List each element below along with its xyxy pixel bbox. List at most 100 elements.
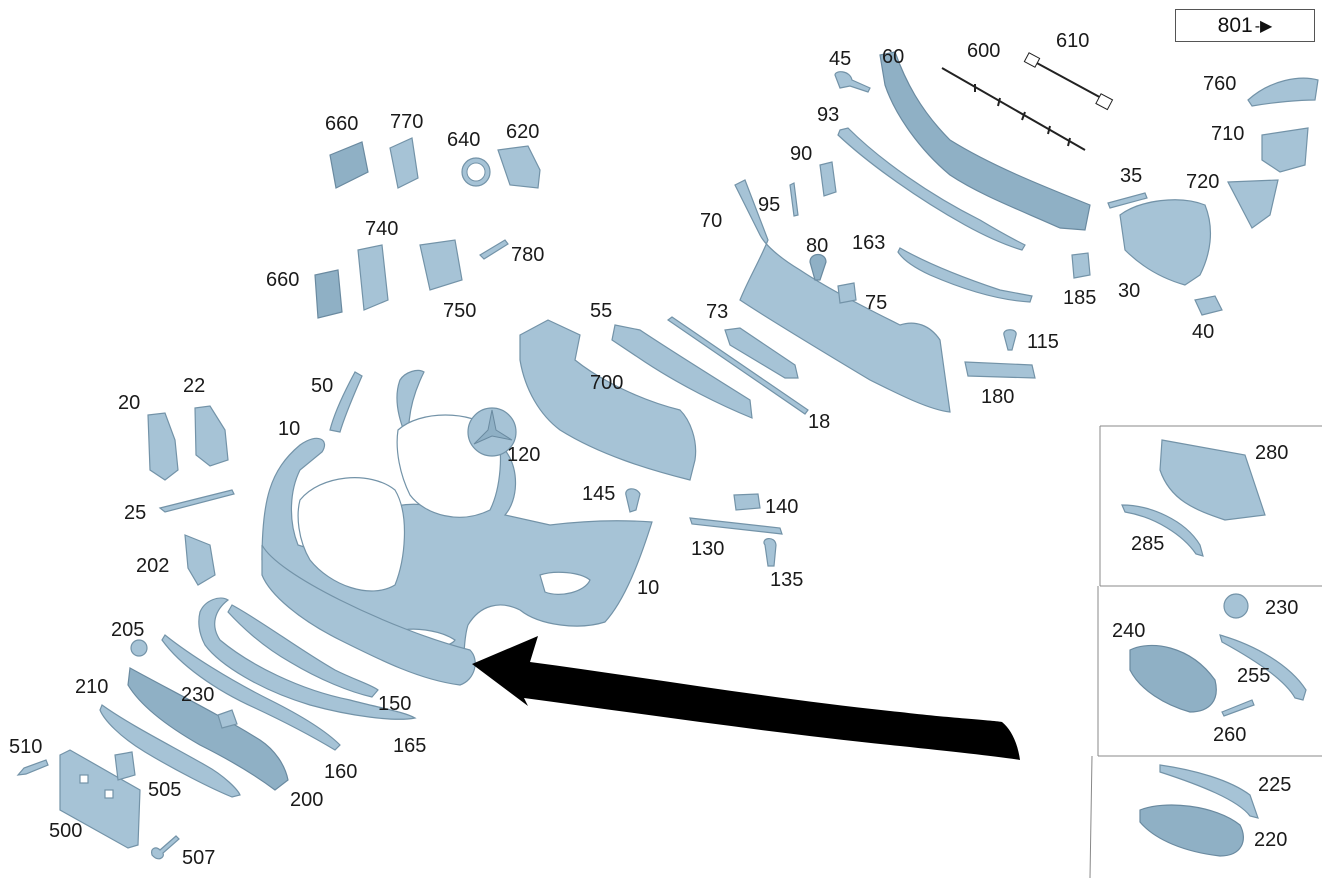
callout-750: 750 (443, 300, 476, 322)
callout-145: 145 (582, 483, 615, 505)
strip-50 (329, 371, 363, 433)
callout-200: 200 (290, 789, 323, 811)
grille-240 (1129, 644, 1217, 713)
right-upper-trims (1227, 77, 1319, 229)
bracket-20 (147, 412, 179, 481)
screw-115 (1003, 329, 1017, 351)
upper-frame (734, 51, 1223, 413)
callout-50: 50 (311, 375, 333, 397)
callout-35: 35 (1120, 165, 1142, 187)
grille-200 (127, 667, 289, 791)
clip-75 (837, 282, 857, 304)
callout-230b: 230 (1265, 597, 1298, 619)
callout-60: 60 (882, 46, 904, 68)
callout-130: 130 (691, 538, 724, 560)
callout-700: 700 (590, 372, 623, 394)
inset-panels (1089, 425, 1322, 879)
callout-55: 55 (590, 300, 612, 322)
callout-780: 780 (511, 244, 544, 266)
callout-80: 80 (806, 235, 828, 257)
reference-box-801: 801 -▶ (1175, 9, 1315, 42)
strip-18 (666, 316, 809, 415)
callout-620: 620 (506, 121, 539, 143)
callout-260: 260 (1213, 724, 1246, 746)
grille-280 (1159, 439, 1266, 521)
callout-20: 20 (118, 392, 140, 414)
callout-285: 285 (1131, 533, 1164, 555)
module-660-bottom (314, 269, 343, 319)
callout-280: 280 (1255, 442, 1288, 464)
strip-73 (724, 327, 799, 379)
callout-255: 255 (1237, 665, 1270, 687)
callout-115: 115 (1027, 331, 1059, 353)
grille-220 (1139, 804, 1244, 857)
clip-185 (1071, 252, 1091, 279)
callout-45: 45 (829, 48, 851, 70)
trim-710 (1261, 127, 1309, 173)
bolt-35 (1107, 192, 1148, 209)
callout-720: 720 (1186, 171, 1219, 193)
inset-parts (1121, 439, 1307, 857)
bracket-750 (419, 239, 463, 291)
callout-660a: 660 (325, 113, 358, 135)
callout-70: 70 (700, 210, 722, 232)
license-plate-500 (59, 749, 141, 849)
left-brackets (147, 371, 363, 586)
callout-150: 150 (378, 693, 411, 715)
trim-150 (227, 604, 379, 698)
trim-285 (1121, 504, 1204, 557)
sensors-group (314, 137, 541, 319)
fasteners-lower-left (16, 639, 238, 860)
callout-225: 225 (1258, 774, 1291, 796)
callout-205: 205 (111, 619, 144, 641)
trim-225 (1159, 764, 1259, 819)
trim-165 (198, 597, 417, 720)
bracket-505 (114, 751, 136, 781)
center-clips (625, 488, 783, 567)
reference-arrow-icon: -▶ (1254, 17, 1273, 35)
callout-140: 140 (765, 496, 798, 518)
trim-505 (99, 704, 241, 798)
callout-22: 22 (183, 375, 205, 397)
callout-220: 220 (1254, 829, 1287, 851)
trim-760 (1247, 77, 1319, 107)
callout-163: 163 (852, 232, 885, 254)
screw-780 (479, 239, 509, 260)
module-660-top (329, 141, 369, 189)
center-parts (467, 316, 809, 481)
direction-arrow (472, 636, 1020, 760)
callout-18: 18 (808, 411, 830, 433)
frame-60 (879, 51, 1091, 231)
callout-240: 240 (1112, 620, 1145, 642)
callout-507: 507 (182, 847, 215, 869)
bracket-90 (819, 161, 837, 197)
bracket-30 (1119, 199, 1211, 286)
callout-610: 610 (1056, 30, 1089, 52)
callout-40: 40 (1192, 321, 1214, 343)
callout-500: 500 (49, 820, 82, 842)
bracket-740 (357, 244, 389, 311)
callout-770: 770 (390, 111, 423, 133)
trim-255 (1219, 634, 1307, 701)
callout-202: 202 (136, 555, 169, 577)
bracket-22 (194, 405, 229, 467)
reference-label: 801 (1217, 13, 1253, 37)
callout-165: 165 (393, 735, 426, 757)
bracket-202 (184, 534, 216, 586)
callout-120: 120 (507, 444, 540, 466)
callout-160: 160 (324, 761, 357, 783)
trim-720 (1227, 179, 1279, 229)
lower-lip-10 (261, 544, 476, 686)
callout-75: 75 (865, 292, 887, 314)
strip-93 (837, 127, 1026, 251)
callout-185: 185 (1063, 287, 1096, 309)
sensor-620 (497, 145, 541, 189)
callout-95: 95 (758, 194, 780, 216)
absorber-700 (519, 319, 697, 481)
bracket-770 (389, 137, 419, 189)
callout-230a: 230 (181, 684, 214, 706)
callout-135: 135 (770, 569, 803, 591)
clip-260 (1221, 699, 1255, 717)
callout-10b: 10 (637, 577, 659, 599)
